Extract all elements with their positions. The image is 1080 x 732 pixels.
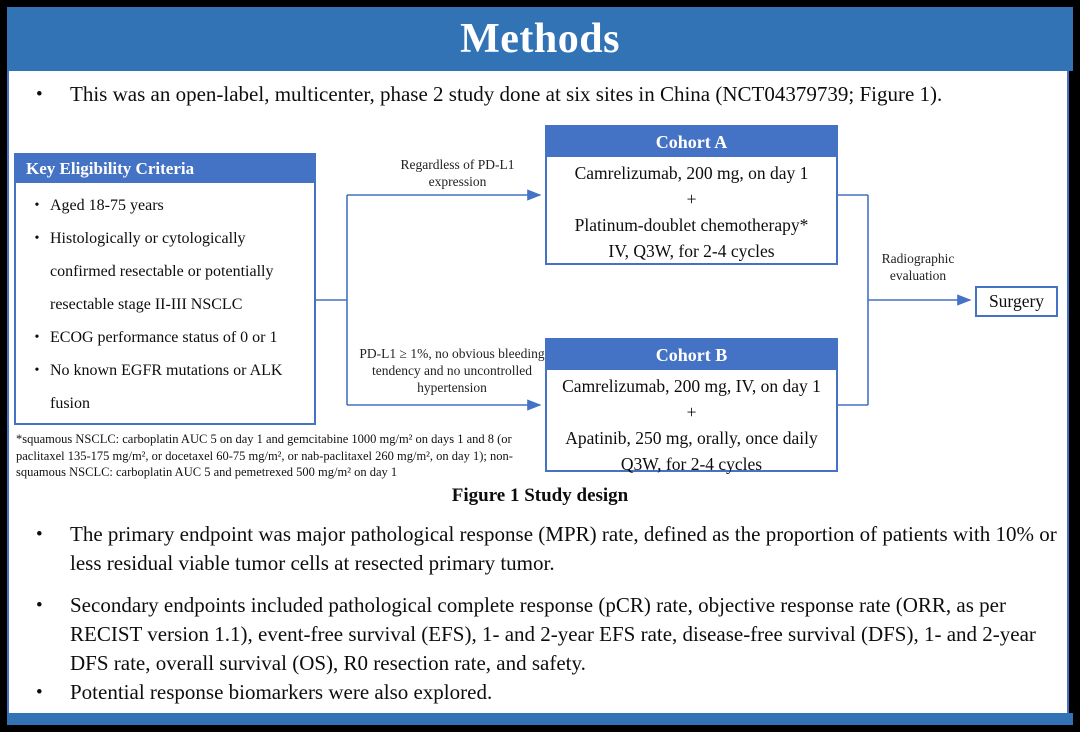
eligibility-item: • Histologically or cytologically confir… xyxy=(24,222,310,321)
slide-title-bar: Methods xyxy=(7,7,1073,71)
eligibility-item: • ECOG performance status of 0 or 1 xyxy=(24,321,310,354)
figure-caption: Figure 1 Study design xyxy=(451,485,629,506)
surgery-box: Surgery xyxy=(975,286,1058,317)
bullet-dot-icon: • xyxy=(36,84,43,105)
cohort-b-line: Q3W, for 2-4 cycles xyxy=(620,454,763,474)
endpoint-bullet-secondary: • Secondary endpoints included pathologi… xyxy=(28,591,1060,678)
cohort-b-box: Cohort B Camrelizumab, 200 mg, IV, on da… xyxy=(545,338,838,474)
cohort-a-header: Cohort A xyxy=(547,127,836,157)
eligibility-item: • No known EGFR mutations or ALK fusion xyxy=(24,354,310,420)
bullet-dot-icon: • xyxy=(36,682,43,703)
eligibility-box: Key Eligibility Criteria • Aged 18-75 ye… xyxy=(14,153,316,425)
cohort-b-header: Cohort B xyxy=(547,340,836,370)
biomarkers-bullet: • Potential response biomarkers were als… xyxy=(28,678,1060,707)
eligibility-body: • Aged 18-75 years • Histologically or c… xyxy=(16,183,314,420)
cohort-a-box: Cohort A Camrelizumab, 200 mg, on day 1 … xyxy=(545,125,838,265)
eligibility-item: • Aged 18-75 years xyxy=(24,189,310,222)
evaluation-label: Radiographic evaluation xyxy=(881,251,955,283)
bullet-dot-icon: • xyxy=(34,198,40,213)
cohort-a-body: Camrelizumab, 200 mg, on day 1 + Platinu… xyxy=(547,157,836,264)
branch-label-bottom: PD-L1 ≥ 1%, no obvious bleeding tendency… xyxy=(359,346,545,395)
endpoint-bullet-primary: • The primary endpoint was major patholo… xyxy=(28,520,1060,578)
bottom-accent-bar xyxy=(7,713,1073,725)
chemotherapy-footnote: *squamous NSCLC: carboplatin AUC 5 on da… xyxy=(16,432,513,479)
bullet-dot-icon: • xyxy=(34,231,40,246)
bullet-dot-icon: • xyxy=(34,363,40,378)
intro-bullet-text: This was an open-label, multicenter, pha… xyxy=(70,82,943,106)
page-title: Methods xyxy=(460,16,620,62)
cohort-a-line: Platinum-doublet chemotherapy* xyxy=(574,215,809,235)
cohort-a-line: IV, Q3W, for 2-4 cycles xyxy=(608,241,775,261)
branch-label-top: Regardless of PD-L1 expression xyxy=(400,157,515,189)
cohort-b-body: Camrelizumab, 200 mg, IV, on day 1 + Apa… xyxy=(547,370,836,477)
plus-sign: + xyxy=(686,402,697,422)
eligibility-header: Key Eligibility Criteria xyxy=(16,155,314,183)
surgery-label: Surgery xyxy=(988,291,1045,311)
bullet-dot-icon: • xyxy=(36,595,43,616)
cohort-b-line: Apatinib, 250 mg, orally, once daily xyxy=(565,428,818,448)
bullet-dot-icon: • xyxy=(34,330,40,345)
plus-sign: + xyxy=(686,189,697,209)
cohort-b-line: Camrelizumab, 200 mg, IV, on day 1 xyxy=(562,376,821,396)
cohort-a-line: Camrelizumab, 200 mg, on day 1 xyxy=(574,163,809,183)
intro-bullet: • This was an open-label, multicenter, p… xyxy=(28,80,1058,109)
bullet-dot-icon: • xyxy=(36,524,43,545)
